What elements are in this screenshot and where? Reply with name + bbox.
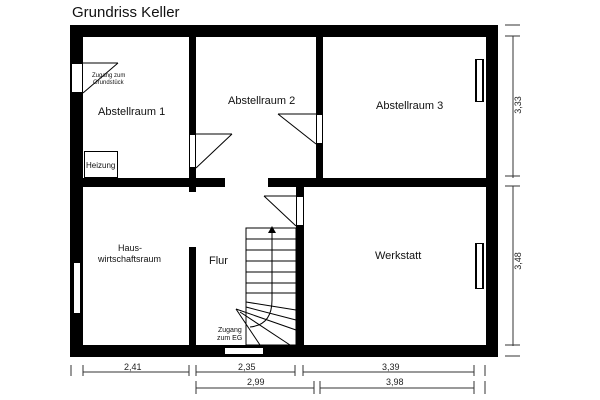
room-flur: Flur: [209, 255, 228, 267]
room-hauswirtschaftsraum-line1: Haus-: [118, 243, 143, 253]
window-room3: [475, 59, 484, 102]
middle-wall-right: [268, 178, 486, 187]
room-hauswirtschaftsraum-line2: wirtschaftsraum: [98, 254, 162, 264]
door-eg: [224, 346, 264, 356]
wall-room1-room2: [189, 37, 196, 192]
annotation-zugang-eg-line1: Zugang: [218, 327, 242, 334]
door-room2-opening: [189, 134, 196, 168]
dimension-bottom-3-39: 3,39: [382, 362, 400, 372]
middle-wall-left: [83, 178, 225, 187]
room-abstellraum-1: Abstellraum 1: [98, 106, 166, 118]
exterior-door-grundstueck: [71, 63, 83, 93]
dimension-right-3-48: 3,48: [512, 252, 523, 270]
heizung-box: [84, 151, 118, 178]
stair-arrow-icon: [268, 226, 276, 233]
annotation-zugang-grundstueck-line2: Grundstück: [93, 80, 124, 86]
door-room3-opening: [316, 114, 323, 144]
outer-wall-top: [70, 25, 498, 37]
room-heizung: Heizung: [86, 161, 116, 170]
dimension-bottom-2-99: 2,99: [247, 377, 265, 387]
room-abstellraum-2: Abstellraum 2: [228, 95, 296, 107]
room-werkstatt: Werkstatt: [375, 250, 422, 262]
outer-wall-right: [486, 25, 498, 357]
dimension-bottom-2-41: 2,41: [124, 362, 142, 372]
room-abstellraum-3: Abstellraum 3: [376, 100, 444, 112]
dimension-bottom-2-35: 2,35: [238, 362, 256, 372]
window-werkstatt: [475, 243, 484, 289]
wall-hwr-flur: [189, 247, 196, 345]
plan-title: Grundriss Keller: [72, 4, 180, 21]
outer-wall-bottom: [70, 345, 498, 357]
staircase: [235, 227, 297, 346]
annotation-zugang-eg-line2: zum EG: [217, 335, 243, 342]
door-swing-grundstueck-arc: [82, 62, 119, 94]
window-hwr: [72, 262, 82, 314]
door-werkstatt-opening: [296, 196, 304, 226]
wall-room2-room3: [316, 37, 323, 183]
dimension-bottom-3-98: 3,98: [386, 377, 404, 387]
wall-stairs-werkstatt: [296, 183, 304, 345]
annotation-zugang-grundstueck-line1: Zugang zum: [92, 73, 126, 79]
dimension-right-3-33: 3,33: [512, 96, 523, 114]
